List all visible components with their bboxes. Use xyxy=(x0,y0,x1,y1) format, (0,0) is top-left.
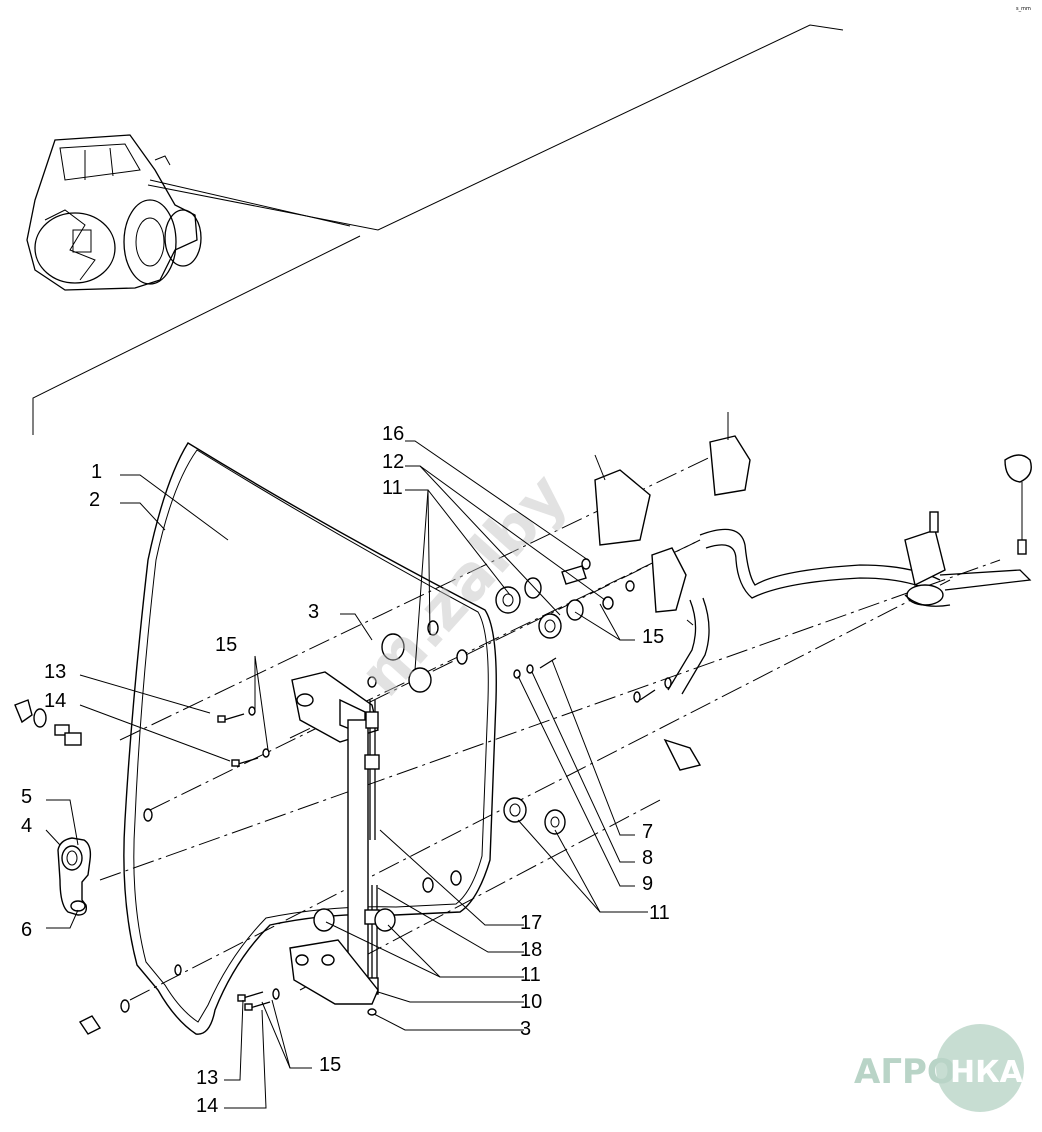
label-16: 16 xyxy=(382,423,404,445)
label-1: 1 xyxy=(91,461,102,483)
section-frame xyxy=(32,24,844,435)
label-10: 10 xyxy=(520,991,542,1013)
label-18: 18 xyxy=(520,939,542,961)
label-7: 7 xyxy=(642,821,653,843)
washer-hose-system xyxy=(594,412,1032,771)
assembly-axes xyxy=(99,449,1001,1001)
label-12: 12 xyxy=(382,451,404,473)
tractor-icon xyxy=(26,134,202,291)
leader-lines xyxy=(45,440,648,1109)
label-11-top: 11 xyxy=(382,477,403,499)
label-15-right: 15 xyxy=(642,626,664,648)
label-17: 17 xyxy=(520,912,542,934)
label-4: 4 xyxy=(21,815,32,837)
label-13-left: 13 xyxy=(44,661,66,683)
label-11-bottom: 11 xyxy=(520,964,541,986)
corner-code: s_mm xyxy=(1016,6,1031,12)
logo-left-text: АГРО xyxy=(854,1052,956,1092)
washers xyxy=(120,558,672,1016)
label-8: 8 xyxy=(642,847,653,869)
logo-badge-icon: АГРО НКА xyxy=(854,1024,1024,1112)
end-cap xyxy=(78,1015,102,1035)
label-15-bottom: 15 xyxy=(319,1054,341,1076)
label-3-upper: 3 xyxy=(308,601,319,623)
glass-panel xyxy=(123,442,497,1035)
label-13-bottom: 13 xyxy=(196,1067,218,1089)
label-2: 2 xyxy=(89,489,100,511)
label-14-bottom: 14 xyxy=(196,1095,218,1117)
label-15-left: 15 xyxy=(215,634,237,656)
callout-labels: 1 2 3 15 13 14 5 4 6 16 12 11 15 7 8 9 1… xyxy=(21,423,670,1117)
label-9: 9 xyxy=(642,873,653,895)
label-14-left: 14 xyxy=(44,690,66,712)
logo-right-text: НКА xyxy=(950,1055,1024,1090)
stop-bracket xyxy=(14,699,82,746)
hinge-bracket-lower xyxy=(289,939,379,1005)
label-6: 6 xyxy=(21,919,32,941)
label-5: 5 xyxy=(21,786,32,808)
label-3-lower: 3 xyxy=(520,1018,531,1040)
label-11-right: 11 xyxy=(649,902,670,924)
bolts xyxy=(217,657,557,1011)
door-handle xyxy=(57,837,92,916)
